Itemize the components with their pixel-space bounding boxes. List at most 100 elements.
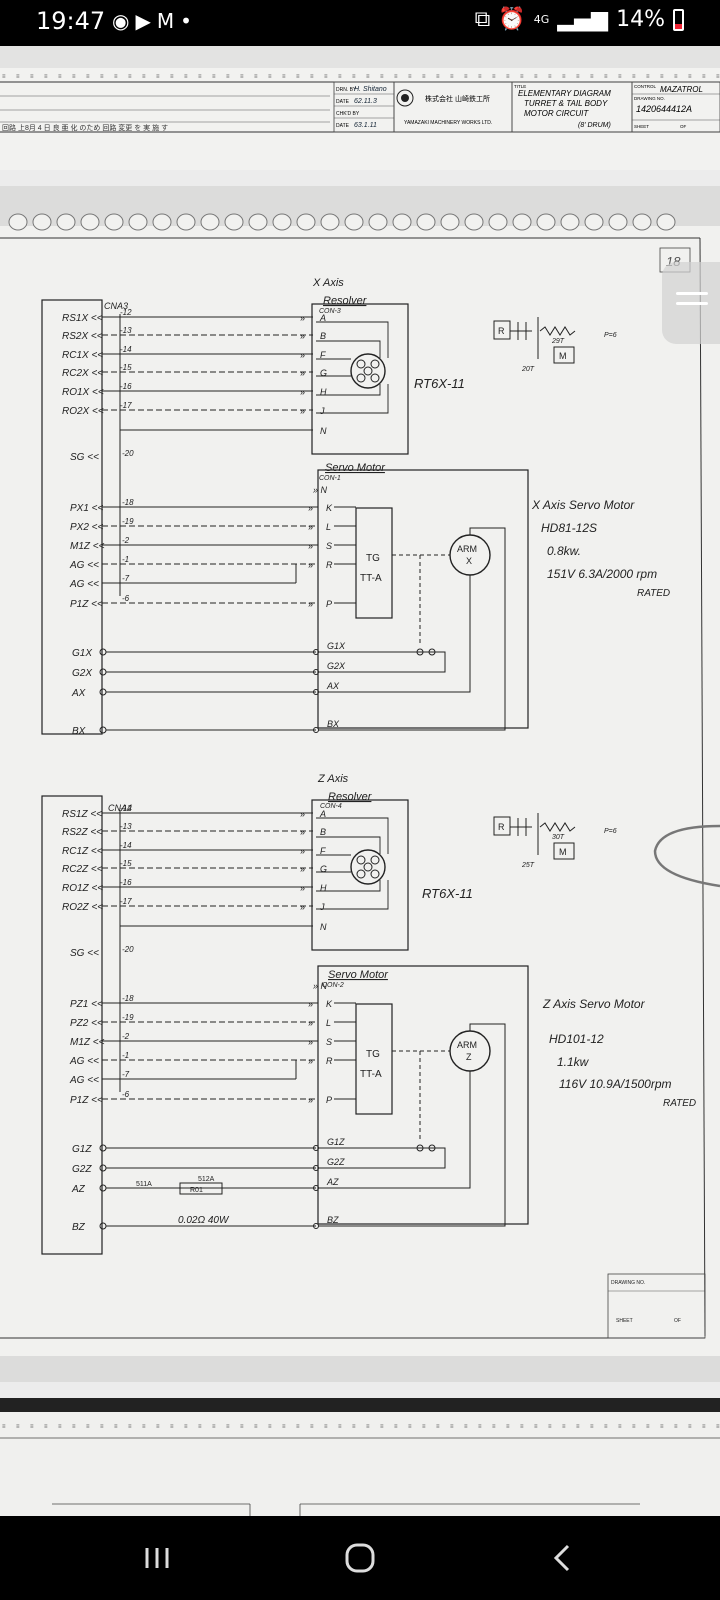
connector-block	[41, 795, 103, 1255]
tick-mark: ≡	[520, 74, 524, 80]
binding-hole	[632, 213, 652, 231]
arm-sub: X	[466, 556, 472, 566]
z-resistor-value: 0.02Ω 40W	[178, 1215, 230, 1226]
status-bar: 19:47 ◉ ▶ M • ⧉ ⏰ 4G ▂▄▆ 14%	[0, 0, 720, 46]
x-resolver-sub: Resolver	[323, 295, 368, 307]
resolver-coil	[356, 359, 366, 369]
arrow-icon: »	[300, 827, 305, 837]
tick-mark: ≡	[198, 74, 202, 80]
tick-mark: ≡	[184, 74, 188, 80]
binding-hole	[8, 213, 28, 231]
fast-scroll-handle[interactable]	[662, 262, 720, 344]
tick-mark: ≡	[338, 74, 342, 80]
tick-mark: ≡	[254, 1424, 258, 1430]
alarm-icon: ⏰	[498, 7, 526, 32]
motor-pin: P	[326, 599, 332, 609]
binding-hole	[368, 213, 388, 231]
z-motor-con: CON-2	[322, 982, 344, 989]
pin-label: -15	[120, 859, 132, 868]
tick-mark: ≡	[254, 74, 258, 80]
tick-mark: ≡	[492, 1424, 496, 1430]
tick-mark: ≡	[184, 1424, 188, 1430]
power-wire-label: BX	[327, 719, 340, 729]
tick-mark: ≡	[338, 1424, 342, 1430]
arrow-icon: »	[308, 599, 313, 609]
z-resolver-model: RT6X-11	[422, 886, 473, 901]
tick-mark: ≡	[506, 1424, 510, 1430]
x-resolver-title: X Axis	[312, 277, 344, 289]
tick-mark: ≡	[100, 1424, 104, 1430]
power-wire-label: AX	[326, 681, 340, 691]
binding-hole	[320, 213, 340, 231]
binding-hole	[416, 213, 436, 231]
power-wire-label: G1X	[327, 641, 346, 651]
spring-icon	[539, 822, 576, 832]
z-resolver-title: Z Axis	[317, 773, 349, 785]
footer-drawing-no-label: DRAWING NO.	[611, 1280, 645, 1286]
power-label: G1X	[72, 648, 92, 659]
tick-mark: ≡	[296, 74, 300, 80]
signal-label: RC2X <<	[62, 368, 103, 379]
drawn-by: H. Shitano	[354, 86, 387, 93]
recents-button[interactable]	[127, 1534, 187, 1582]
arrow-icon: »	[300, 883, 305, 893]
z-spec-title: Z Axis Servo Motor	[542, 997, 646, 1011]
tick-mark: ≡	[618, 1424, 622, 1430]
motor-signal-label: M1Z <<	[70, 1037, 105, 1048]
tick-mark: ≡	[380, 74, 384, 80]
binding-hole	[56, 213, 76, 231]
brake-r-label: R	[498, 822, 505, 832]
sg-label: SG <<	[70, 948, 99, 959]
z-connector: CNA4	[108, 803, 132, 813]
resolver-pin: A	[319, 809, 326, 819]
x-spec-power: 0.8kw.	[547, 544, 581, 558]
motor-signal-label: PZ1 <<	[70, 999, 103, 1010]
photo-title-block[interactable]: ≡≡≡≡≡≡≡≡≡≡≡≡≡≡≡≡≡≡≡≡≡≡≡≡≡≡≡≡≡≡≡≡≡≡≡≡≡≡≡≡…	[0, 46, 720, 170]
tick-mark: ≡	[58, 74, 62, 80]
title-note: 回路 上8月 4 日 良 亜 化 のため 回路 変更 を 実 施 す	[2, 123, 168, 132]
footer-sheet-label: SHEET	[616, 1318, 633, 1324]
arrow-icon: »	[308, 560, 313, 570]
tick-mark: ≡	[548, 74, 552, 80]
motor-pin: K	[326, 999, 333, 1009]
photo-next-page[interactable]: ≡≡≡≡≡≡≡≡≡≡≡≡≡≡≡≡≡≡≡≡≡≡≡≡≡≡≡≡≡≡≡≡≡≡≡≡≡≡≡≡…	[0, 1398, 720, 1516]
brake-p: P=6	[604, 828, 617, 835]
title-line-3: MOTOR CIRCUIT	[524, 109, 589, 118]
power-wire-label: BZ	[327, 1215, 339, 1225]
tick-mark: ≡	[576, 74, 580, 80]
recents-icon	[145, 1548, 169, 1568]
binding-hole	[80, 213, 100, 231]
title-tick-row: ≡≡≡≡≡≡≡≡≡≡≡≡≡≡≡≡≡≡≡≡≡≡≡≡≡≡≡≡≡≡≡≡≡≡≡≡≡≡≡≡…	[2, 74, 720, 80]
circle-swirl-icon: ◉	[112, 9, 130, 33]
motor-pin: R	[326, 1056, 333, 1066]
arrow-icon: »	[300, 313, 305, 323]
tick-mark: ≡	[100, 74, 104, 80]
tick-mark: ≡	[282, 74, 286, 80]
arrow-icon: »	[300, 406, 305, 416]
pin-label: -14	[120, 841, 132, 850]
arrow-icon: »	[300, 368, 305, 378]
arrow-icon: »	[300, 846, 305, 856]
tick-mark: ≡	[2, 74, 6, 80]
tick-mark: ≡	[30, 1424, 34, 1430]
motor-pin-label: -6	[122, 1090, 130, 1099]
power-label: G1Z	[72, 1144, 92, 1155]
approved-date: 63.1.11	[354, 122, 377, 129]
z-resolver-con: CON-4	[320, 803, 342, 810]
tick-mark: ≡	[660, 74, 664, 80]
back-button[interactable]	[532, 1534, 592, 1582]
x-spec-title: X Axis Servo Motor	[531, 498, 635, 512]
x-resolver-con: CON-3	[319, 308, 341, 315]
tick-mark: ≡	[282, 1424, 286, 1430]
home-button[interactable]	[330, 1534, 390, 1582]
z-resistor-right: 512A	[198, 1176, 215, 1183]
battery-icon	[673, 8, 684, 31]
tg-box	[355, 1003, 393, 1115]
brake-t1: 30T	[552, 834, 565, 841]
tick-mark: ≡	[310, 1424, 314, 1430]
z-spec-power: 1.1kw	[557, 1055, 590, 1069]
brake-m-box	[553, 346, 575, 364]
z-spec-rating: 116V 10.9A/1500rpm	[559, 1077, 672, 1091]
